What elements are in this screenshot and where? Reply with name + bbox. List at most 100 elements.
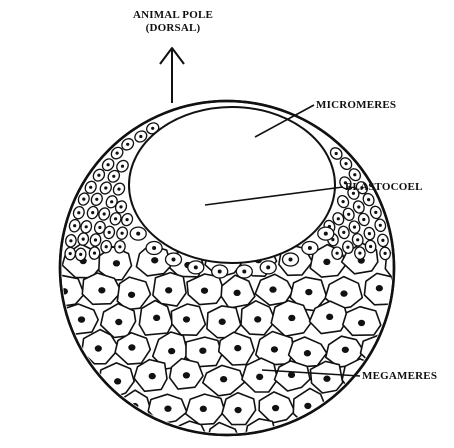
micromere-nucleus <box>362 218 365 221</box>
megamere-nucleus <box>199 347 206 353</box>
megamere-nucleus <box>340 290 347 296</box>
megamere-nucleus <box>186 433 193 439</box>
micromere-nucleus <box>152 246 156 250</box>
micromere-nucleus <box>353 226 356 229</box>
micromere-nucleus <box>344 162 347 165</box>
megamere-nucleus <box>153 315 160 321</box>
blastocoel-cavity <box>129 107 335 263</box>
megamere-nucleus <box>305 289 312 295</box>
megamere-nucleus <box>200 406 207 412</box>
micromere-nucleus <box>69 239 72 242</box>
micromere-nucleus <box>347 213 350 216</box>
megamere-nucleus <box>115 319 122 325</box>
micromere-nucleus <box>368 232 371 235</box>
megamere-nucleus <box>378 344 385 350</box>
micromere-nucleus <box>98 226 101 229</box>
megamere-nucleus <box>219 319 226 325</box>
micromere-nucleus <box>353 173 356 176</box>
micromere-nucleus <box>121 232 124 235</box>
micromere-nucleus <box>69 252 72 255</box>
micromere-nucleus <box>79 253 82 256</box>
megamere-nucleus <box>98 287 105 293</box>
megamere-nucleus <box>78 316 85 322</box>
micromere-nucleus <box>107 163 110 166</box>
micromere-nucleus <box>356 238 359 241</box>
megamere-nucleus <box>304 350 311 356</box>
micromere-nucleus <box>367 198 370 201</box>
megamere-nucleus <box>128 292 135 298</box>
micromere-nucleus <box>324 232 328 236</box>
micromere-nucleus <box>335 152 338 155</box>
micromere-nucleus <box>112 175 115 178</box>
megamere-nucleus <box>288 315 295 321</box>
micromere-nucleus <box>374 211 377 214</box>
megamere-nucleus <box>183 316 190 322</box>
megamere-nucleus <box>113 260 120 266</box>
micromere-nucleus <box>218 270 222 274</box>
micromere-nucleus <box>77 211 80 214</box>
micromere-nucleus <box>82 198 85 201</box>
micromere-nucleus <box>108 231 111 234</box>
micromere-nucleus <box>342 200 345 203</box>
megamere-nucleus <box>396 261 403 267</box>
micromere-nucleus <box>82 238 85 241</box>
micromere-nucleus <box>95 198 98 201</box>
megamere-nucleus <box>254 316 261 322</box>
dorsal-label: (DORSAL) <box>113 22 233 34</box>
blastocoel-label: BLASTOCOEL <box>345 181 423 193</box>
megamere-nucleus <box>304 403 311 409</box>
micromere-nucleus <box>136 232 140 236</box>
megameres-label: MEGAMERES <box>362 370 437 382</box>
micromere-nucleus <box>336 252 339 255</box>
megamere-nucleus <box>183 372 190 378</box>
micromere-nucleus <box>91 211 94 214</box>
micromere-nucleus <box>369 245 372 248</box>
micromere-nucleus <box>126 218 129 221</box>
micromere-nucleus <box>126 143 129 146</box>
megamere-nucleus <box>95 345 102 351</box>
megamere-nucleus <box>234 290 241 296</box>
micromere-nucleus <box>337 217 340 220</box>
micromere-nucleus <box>194 265 198 269</box>
megamere-nucleus <box>165 287 172 293</box>
micromeres-label: MICROMERES <box>316 99 396 111</box>
micromere-nucleus <box>151 127 154 130</box>
megamere-nucleus <box>201 287 208 293</box>
micromere-nucleus <box>384 252 387 255</box>
micromere-nucleus <box>346 246 349 249</box>
megamere-nucleus <box>128 344 135 350</box>
megamere-nucleus <box>221 437 228 443</box>
micromere-nucleus <box>172 258 176 262</box>
megamere-nucleus <box>256 374 263 380</box>
megamere-nucleus <box>234 407 241 413</box>
micromere-nucleus <box>97 174 100 177</box>
megamere-nucleus <box>234 345 241 351</box>
megamere-nucleus <box>376 285 383 291</box>
megamere-nucleus <box>326 314 333 320</box>
megamere-nucleus <box>323 259 330 265</box>
megamere-nucleus <box>164 405 171 411</box>
micromere-nucleus <box>266 265 270 269</box>
megamere-nucleus <box>358 320 365 326</box>
micromere-nucleus <box>103 212 106 215</box>
micromere-nucleus <box>358 252 361 255</box>
micromere-nucleus <box>121 165 124 168</box>
micromere-nucleus <box>139 135 142 138</box>
micromere-nucleus <box>105 245 108 248</box>
megamere-nucleus <box>114 378 121 384</box>
micromere-nucleus <box>104 186 107 189</box>
micromere-nucleus <box>242 270 246 274</box>
micromere-nucleus <box>117 188 120 191</box>
micromere-nucleus <box>116 152 119 155</box>
micromere-nucleus <box>110 200 113 203</box>
micromere-nucleus <box>114 217 117 220</box>
micromere-nucleus <box>357 205 360 208</box>
micromere-nucleus <box>89 186 92 189</box>
megamere-nucleus <box>151 257 158 263</box>
megamere-nucleus <box>168 348 175 354</box>
megamere-nucleus <box>269 286 276 292</box>
micromere-nucleus <box>119 205 122 208</box>
megamere-nucleus <box>220 376 227 382</box>
micromere-nucleus <box>289 258 293 262</box>
micromere-nucleus <box>85 225 88 228</box>
